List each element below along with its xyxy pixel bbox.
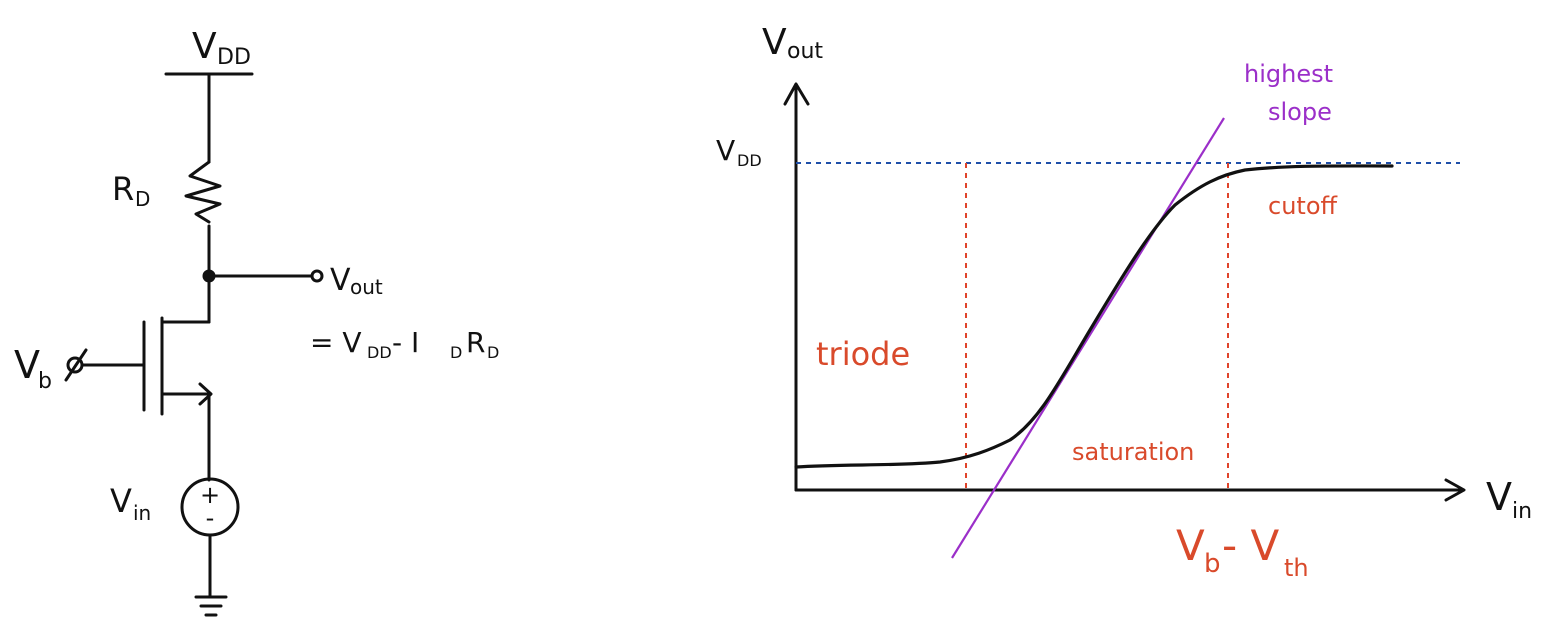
cutoff-label: cutoff	[1268, 192, 1338, 220]
output-terminal	[310, 269, 324, 283]
vdd-tick-label-sub: DD	[737, 151, 762, 170]
vin-plus-symbol: +	[200, 481, 220, 509]
vdd-tick-label: V	[716, 134, 735, 167]
highest-slope-tangent	[951, 117, 1225, 559]
resistor-rd	[184, 160, 222, 224]
transfer-plot: V out V in V DD triode saturation cutoff…	[716, 22, 1532, 582]
vin-minus-symbol: -	[206, 504, 215, 532]
vout-equation-prefix: = V	[310, 326, 362, 359]
circuit-schematic	[64, 72, 324, 617]
threshold-label-b-sub: b	[1204, 549, 1221, 579]
vdd-label-sub: DD	[217, 45, 251, 70]
x-axis-label-sub: in	[1512, 499, 1532, 524]
vout-label: V	[330, 263, 351, 298]
vin-label: V	[110, 482, 132, 520]
vout-equation-mid: - I	[392, 326, 419, 359]
gate-terminal-slash	[64, 348, 88, 382]
vin-label-sub: in	[133, 501, 151, 525]
vdd-label: V	[192, 26, 217, 67]
threshold-label-th-sub: th	[1284, 554, 1309, 582]
vout-label-sub: out	[350, 275, 383, 299]
vb-label-sub: b	[38, 369, 52, 394]
vout-equation-r-sub: D	[487, 343, 499, 362]
vout-equation-r: R	[466, 326, 485, 359]
transfer-curve	[794, 164, 1394, 469]
mosfet-source-arrow	[198, 382, 213, 406]
highest-slope-label-line-1: highest	[1244, 60, 1333, 88]
threshold-label-mid: - V	[1222, 521, 1280, 570]
x-axis-label: V	[1486, 475, 1512, 519]
threshold-label: V	[1176, 521, 1205, 570]
y-axis-label: V	[762, 22, 787, 63]
saturation-label: saturation	[1072, 438, 1194, 466]
vout-equation-id-sub: D	[450, 343, 462, 362]
circuit-labels: V DD R D V b V in + - V out = V DD - I D…	[14, 26, 499, 532]
vb-label: V	[14, 343, 40, 387]
x-axis-arrowhead	[1444, 478, 1466, 502]
triode-label: triode	[816, 335, 910, 373]
y-axis-label-sub: out	[787, 39, 823, 64]
y-axis-arrowhead	[783, 82, 810, 106]
rd-label: R	[112, 170, 134, 208]
highest-slope-label-line-2: slope	[1268, 98, 1332, 126]
vout-equation-vdd-sub: DD	[367, 343, 392, 362]
rd-label-sub: D	[135, 187, 150, 211]
